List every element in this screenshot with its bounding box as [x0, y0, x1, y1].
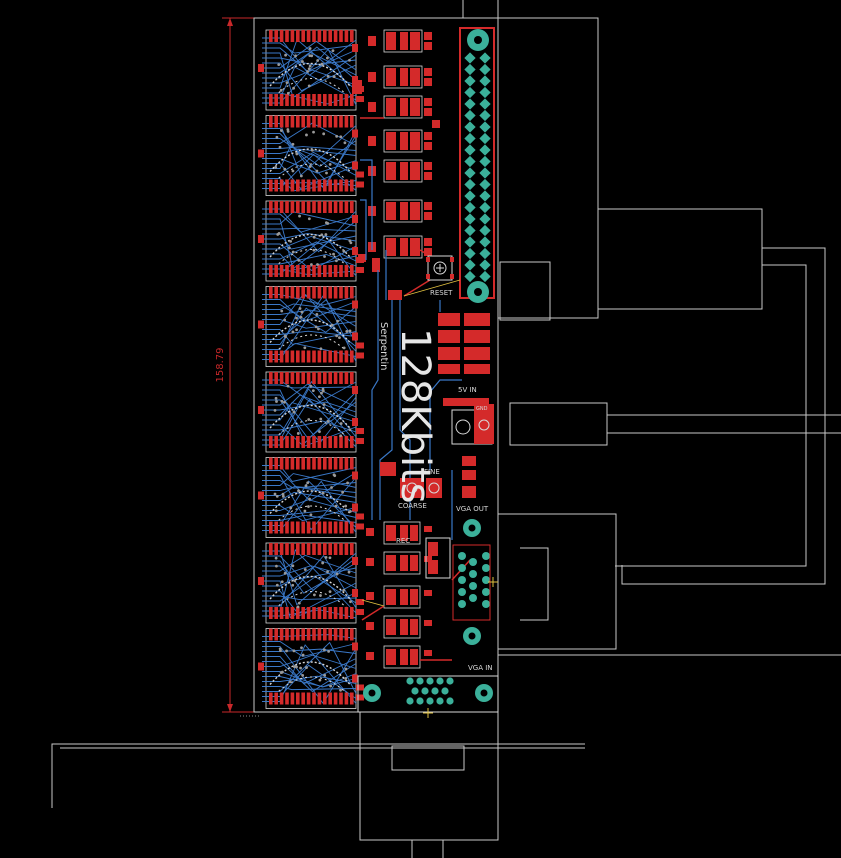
rec-label: REC	[396, 537, 410, 545]
power-jack: 5V IN GND	[443, 386, 494, 445]
reset-switch: RESET	[426, 255, 454, 297]
fine-label: FINE	[424, 468, 440, 476]
memory-chip-array	[258, 29, 364, 709]
mechanical-outlines	[51, 0, 841, 858]
dimension-marker: 158.79	[215, 17, 255, 713]
reset-label: RESET	[430, 289, 453, 297]
header-connector	[459, 27, 495, 303]
vga-out-connector: VGA OUT	[452, 505, 498, 645]
board-author: Serpentin	[378, 322, 389, 371]
vga-out-label: VGA OUT	[456, 505, 489, 513]
board-title: 128Kbits	[392, 328, 438, 504]
power-pad-block	[438, 313, 490, 374]
component-column	[352, 29, 451, 669]
coarse-label: COARSE	[398, 502, 427, 510]
dimension-label: 158.79	[215, 348, 226, 383]
vga-in-label: VGA IN	[468, 664, 493, 672]
gnd-label: GND	[476, 406, 488, 412]
power-in-label: 5V IN	[458, 386, 477, 394]
trim-pots: FINE COARSE	[380, 456, 476, 510]
vga-in-connector: VGA IN	[357, 664, 499, 718]
